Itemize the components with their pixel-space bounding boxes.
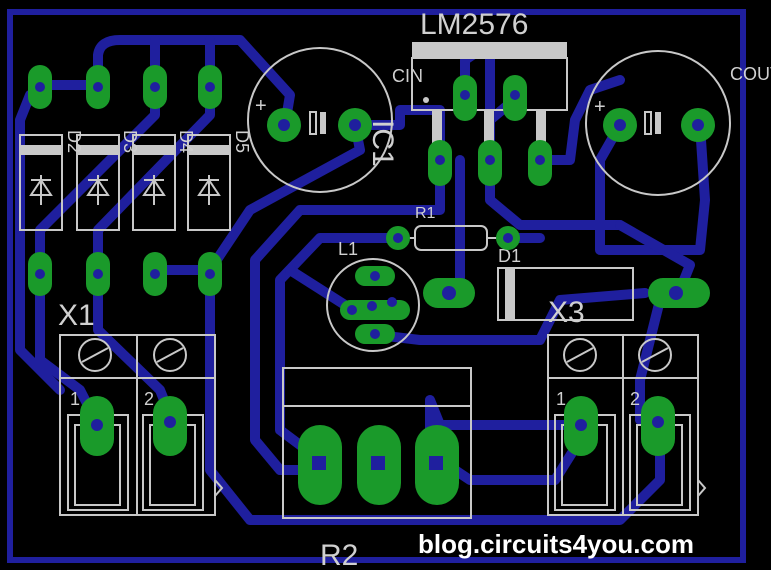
solder-pads: [28, 65, 715, 505]
diode-d5: [187, 134, 231, 231]
diode-d4: [132, 134, 176, 231]
potentiometer-r2: R2: [282, 367, 472, 570]
inductor-l1: L1: [326, 239, 420, 352]
watermark-text: blog.circuits4you.com: [418, 529, 694, 559]
x1-pin1-label: 1: [70, 389, 80, 409]
diode-array: D2 D3 D4 D5: [19, 130, 252, 231]
cin-plus: +: [255, 95, 267, 117]
x3-pin2-label: 2: [630, 389, 640, 409]
ic-label: LM2576: [420, 8, 528, 41]
x1-pin2-label: 2: [144, 389, 154, 409]
x3-ref-label: X3: [548, 296, 585, 329]
board-outline: [7, 9, 746, 563]
diode-d2-label: D2: [64, 130, 84, 153]
r2-label: R2: [320, 539, 358, 570]
r1-label: R1: [415, 205, 436, 222]
diode-d3-label: D3: [120, 130, 140, 153]
ic-lm2576: LM2576: [411, 8, 568, 145]
l1-label: L1: [338, 239, 358, 259]
diode-d3: [76, 134, 120, 231]
cout-label: COUT: [730, 64, 771, 84]
x3-pin1-label: 1: [556, 389, 566, 409]
diode-d1: D1: [497, 246, 634, 321]
capacitor-cout: + COUT: [585, 50, 771, 196]
cout-plus: +: [594, 96, 606, 118]
diode-d5-label: D5: [232, 130, 252, 153]
d1-label: D1: [498, 246, 521, 266]
x1-ref-label: X1: [58, 299, 95, 332]
diode-d2: [19, 134, 63, 231]
diode-d4-label: D4: [176, 130, 196, 153]
capacitor-cin: + CIN: [247, 47, 423, 193]
cin-label: CIN: [392, 66, 423, 86]
